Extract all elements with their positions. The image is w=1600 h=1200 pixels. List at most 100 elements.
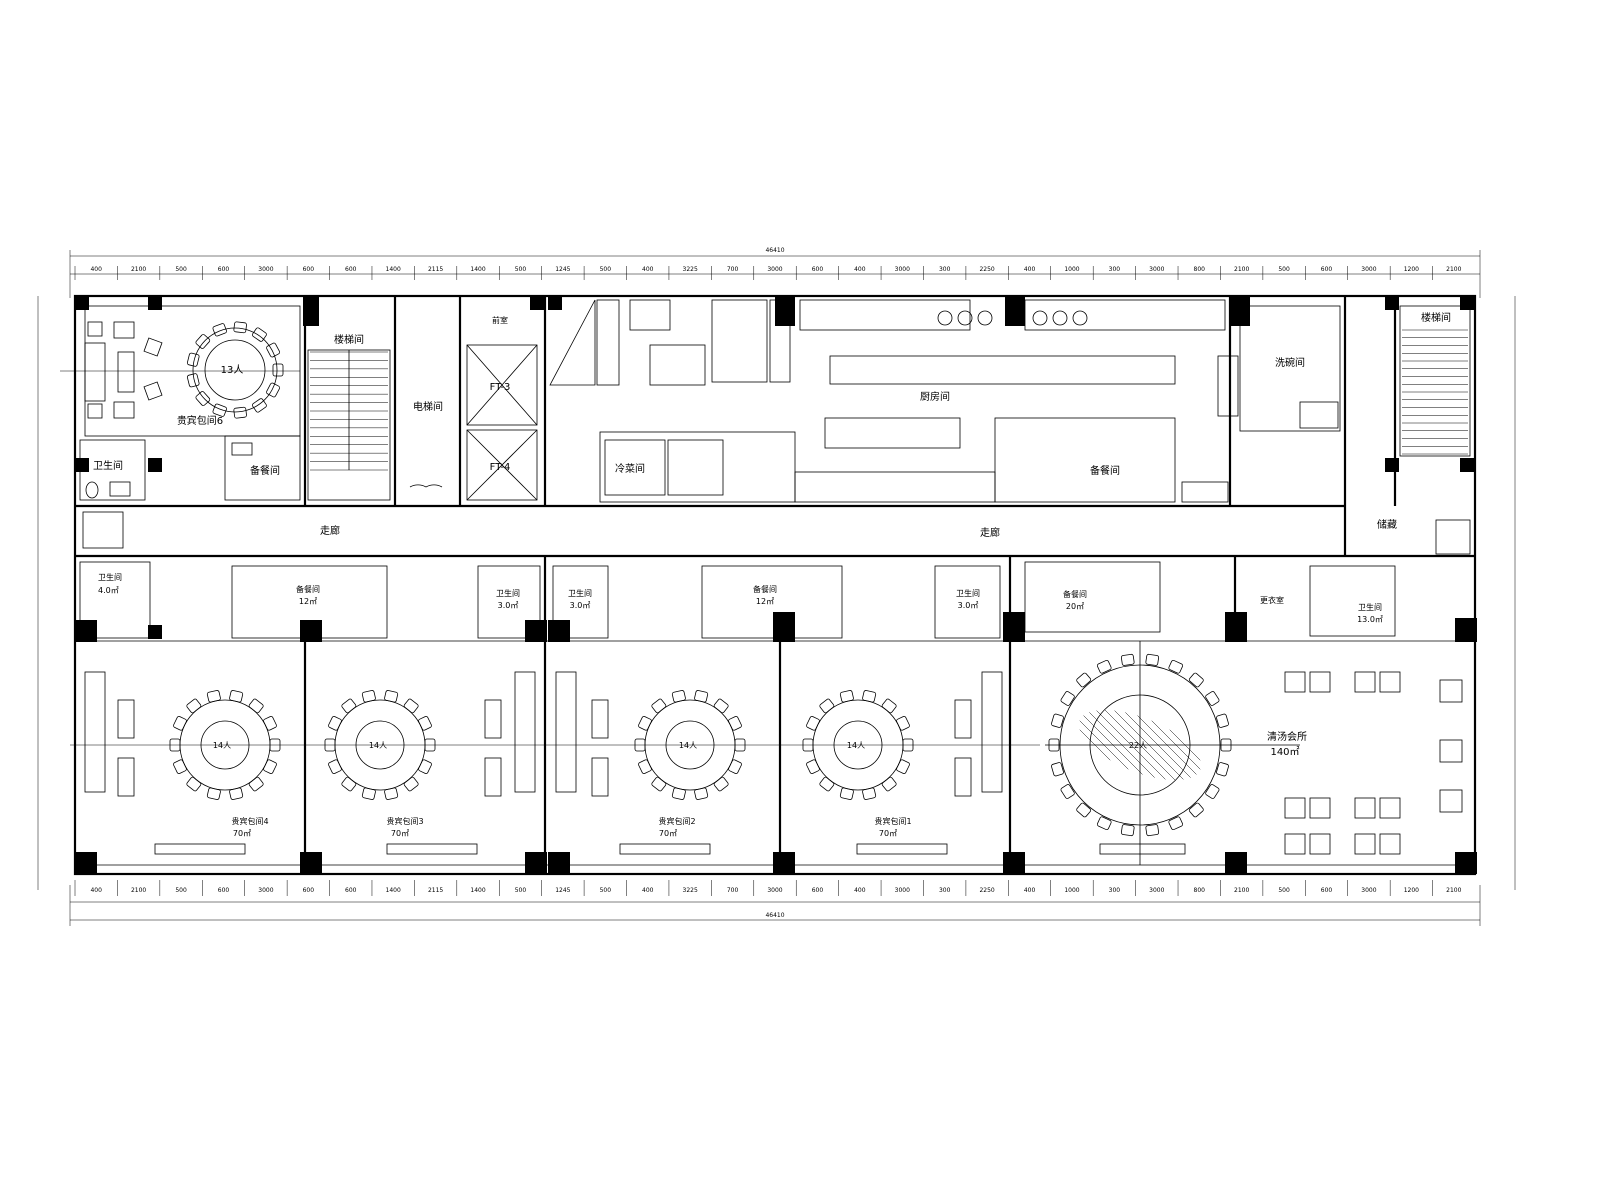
elevator-ft3: FT-3 xyxy=(490,382,511,393)
pantry-e-area: 20㎡ xyxy=(1066,602,1084,611)
overall-dim-bottom: 46410 xyxy=(765,912,784,919)
svg-text:1400: 1400 xyxy=(470,887,485,894)
svg-text:600: 600 xyxy=(303,887,315,894)
corridor: 走廊 走廊 储藏 xyxy=(82,511,1471,555)
banquet-label: 清汤会所 xyxy=(1267,730,1307,743)
vip1-label: 贵宾包间1 xyxy=(874,816,911,826)
svg-text:600: 600 xyxy=(1321,887,1333,894)
svg-text:1245: 1245 xyxy=(555,266,570,273)
svg-text:500: 500 xyxy=(1278,887,1290,894)
svg-text:2115: 2115 xyxy=(428,266,443,273)
svg-text:2250: 2250 xyxy=(979,887,994,894)
svg-text:500: 500 xyxy=(600,887,612,894)
pantry-e-label: 备餐间 xyxy=(1063,589,1087,599)
toilet-4-label: 卫生间 xyxy=(956,588,980,598)
vip6-seat-count: 13人 xyxy=(221,364,244,376)
svg-text:700: 700 xyxy=(727,266,739,273)
svg-text:1200: 1200 xyxy=(1404,266,1419,273)
svg-text:600: 600 xyxy=(1321,266,1333,273)
vip2-seat-count: 14人 xyxy=(679,741,697,750)
svg-text:2100: 2100 xyxy=(1446,266,1461,273)
banquet-area: 140㎡ xyxy=(1270,746,1299,758)
svg-text:600: 600 xyxy=(812,887,824,894)
vip4-label: 贵宾包间4 xyxy=(231,816,268,826)
room-vip1: 14人 贵宾包间1 70㎡ xyxy=(802,671,1003,855)
svg-text:300: 300 xyxy=(1109,887,1121,894)
room-banquet: 22人 清汤会所 140㎡ xyxy=(1045,641,1463,865)
staff-room-label: 备餐间 xyxy=(1090,464,1120,477)
toilet-2-label: 卫生间 xyxy=(496,588,520,598)
room-elevator-hall: 电梯间 xyxy=(409,400,443,488)
svg-text:3000: 3000 xyxy=(258,887,273,894)
vip3-label: 贵宾包间3 xyxy=(386,816,423,826)
corridor-west-label: 走廊 xyxy=(320,524,340,537)
svg-text:400: 400 xyxy=(854,887,866,894)
room-pantry-nw: 备餐间 xyxy=(224,435,301,501)
svg-text:400: 400 xyxy=(90,887,102,894)
pantry-sw-area: 12㎡ xyxy=(299,597,317,606)
svg-text:3000: 3000 xyxy=(767,887,782,894)
svg-text:400: 400 xyxy=(642,887,654,894)
stair-west-label: 楼梯间 xyxy=(334,333,364,346)
svg-text:400: 400 xyxy=(1024,887,1036,894)
dimension-ticks: 400 400 2100 2100 500 500 600 600 3000 3000 600 600… xyxy=(74,266,1462,896)
svg-text:2100: 2100 xyxy=(1446,887,1461,894)
svg-text:3000: 3000 xyxy=(1149,266,1164,273)
svg-text:2100: 2100 xyxy=(131,266,146,273)
svg-text:600: 600 xyxy=(303,266,315,273)
storage-label: 储藏 xyxy=(1377,518,1397,531)
service-row: 卫生间 4.0㎡ 备餐间 12㎡ 卫生间 3.0㎡ 卫生间 3.0㎡ 备餐间 1… xyxy=(79,561,1396,639)
cold-room-label: 冷菜间 xyxy=(615,462,645,475)
corridor-east-label: 走廊 xyxy=(980,526,1000,539)
svg-text:800: 800 xyxy=(1194,266,1206,273)
toilet-2-area: 3.0㎡ xyxy=(498,601,519,610)
svg-text:1200: 1200 xyxy=(1404,887,1419,894)
svg-text:500: 500 xyxy=(175,266,187,273)
svg-text:1000: 1000 xyxy=(1064,266,1079,273)
toilet-se-label: 卫生间 xyxy=(1358,602,1382,612)
svg-text:2100: 2100 xyxy=(131,887,146,894)
svg-text:3000: 3000 xyxy=(1361,266,1376,273)
toilet-3-label: 卫生间 xyxy=(568,588,592,598)
vip2-area: 70㎡ xyxy=(659,829,677,838)
svg-text:3000: 3000 xyxy=(895,266,910,273)
svg-text:600: 600 xyxy=(345,266,357,273)
svg-text:3000: 3000 xyxy=(1149,887,1164,894)
svg-text:2100: 2100 xyxy=(1234,887,1249,894)
toilet-4-area: 3.0㎡ xyxy=(958,601,979,610)
banquet-seat-count: 22人 xyxy=(1129,741,1147,750)
dish-room-label: 洗碗间 xyxy=(1275,356,1305,369)
pantry-mid-label: 备餐间 xyxy=(753,584,777,594)
vip1-area: 70㎡ xyxy=(879,829,897,838)
svg-text:2250: 2250 xyxy=(979,266,994,273)
svg-text:3000: 3000 xyxy=(258,266,273,273)
svg-text:300: 300 xyxy=(1109,266,1121,273)
toilet-nw-label: 卫生间 xyxy=(93,459,123,472)
svg-text:500: 500 xyxy=(515,887,527,894)
svg-text:700: 700 xyxy=(727,887,739,894)
svg-text:1000: 1000 xyxy=(1064,887,1079,894)
toilet-3-area: 3.0㎡ xyxy=(570,601,591,610)
svg-text:500: 500 xyxy=(515,266,527,273)
overall-dim-top: 46410 xyxy=(765,247,784,254)
toilet-se-area: 13.0㎡ xyxy=(1357,615,1383,624)
room-vip2: 14人 贵宾包间2 70㎡ xyxy=(555,671,746,855)
structural-columns xyxy=(75,296,1477,874)
svg-text:400: 400 xyxy=(90,266,102,273)
svg-text:400: 400 xyxy=(1024,266,1036,273)
svg-text:300: 300 xyxy=(939,266,951,273)
svg-text:2100: 2100 xyxy=(1234,266,1249,273)
room-dish: 洗碗间 xyxy=(1217,305,1341,432)
vip1-seat-count: 14人 xyxy=(847,741,865,750)
svg-text:1245: 1245 xyxy=(555,887,570,894)
elevator-hall-label: 电梯间 xyxy=(413,400,443,413)
svg-text:800: 800 xyxy=(1194,887,1206,894)
svg-text:1400: 1400 xyxy=(386,266,401,273)
dimension-lines: 46410 46410 400 400 2100 2100 500 500 600 600 30… xyxy=(37,247,1516,926)
svg-text:3225: 3225 xyxy=(683,887,698,894)
vip3-seat-count: 14人 xyxy=(369,741,387,750)
vip2-label: 贵宾包间2 xyxy=(658,816,695,826)
svg-text:2115: 2115 xyxy=(428,887,443,894)
svg-text:600: 600 xyxy=(218,266,230,273)
